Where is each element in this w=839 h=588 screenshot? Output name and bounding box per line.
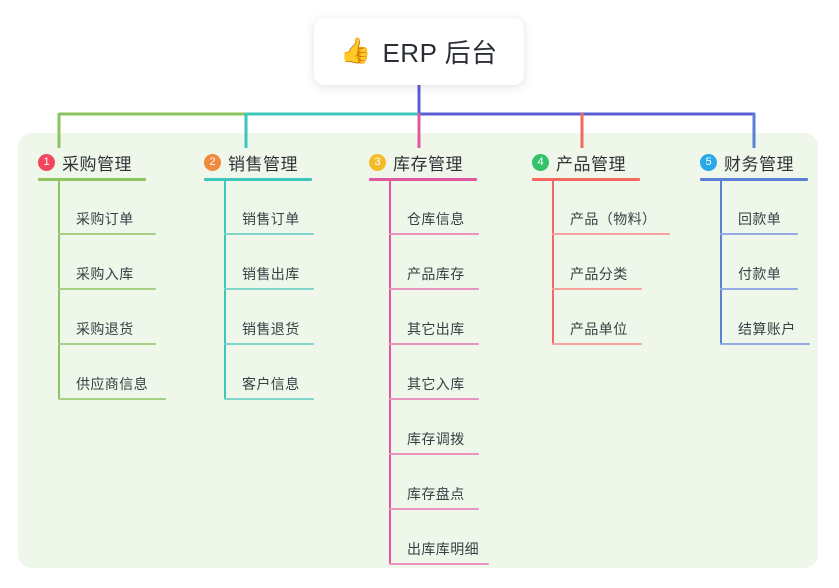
leaf-rule <box>720 233 798 235</box>
branch-spine-5 <box>720 178 722 344</box>
leaf-item[interactable]: 产品单位 <box>552 290 652 345</box>
branch-spine-3 <box>389 178 391 564</box>
branch-badge-4: 4 <box>532 154 549 171</box>
leaf-item[interactable]: 销售退货 <box>224 290 324 345</box>
branch-header-1[interactable]: 1 采购管理 <box>38 150 132 175</box>
leaf-label: 销售退货 <box>242 321 300 337</box>
branch-header-5[interactable]: 5 财务管理 <box>700 150 794 175</box>
leaf-rule <box>224 233 314 235</box>
leaf-item[interactable]: 出库库明细 <box>389 510 499 565</box>
leaf-label: 采购入库 <box>76 266 134 282</box>
leaf-item[interactable]: 回款单 <box>720 180 820 235</box>
leaf-rule <box>552 343 642 345</box>
leaf-rule <box>389 343 479 345</box>
branch-rule-4 <box>532 178 640 181</box>
leaf-label: 付款单 <box>738 266 782 282</box>
leaf-item[interactable]: 仓库信息 <box>389 180 489 235</box>
branch-title-4: 产品管理 <box>556 155 626 174</box>
branch-badge-1: 1 <box>38 154 55 171</box>
leaf-label: 出库库明细 <box>407 541 479 557</box>
leaf-item[interactable]: 付款单 <box>720 235 820 290</box>
branch-badge-5: 5 <box>700 154 717 171</box>
leaf-label: 采购退货 <box>76 321 134 337</box>
leaf-rule <box>389 233 479 235</box>
leaf-rule <box>58 398 166 400</box>
leaf-rule <box>58 233 156 235</box>
root-node[interactable]: 👍 ERP 后台 <box>314 18 524 85</box>
branch-rule-5 <box>700 178 808 181</box>
branch-header-4[interactable]: 4 产品管理 <box>532 150 626 175</box>
leaf-label: 客户信息 <box>242 376 300 392</box>
leaf-rule <box>389 563 489 565</box>
leaf-item[interactable]: 其它出库 <box>389 290 489 345</box>
leaf-item[interactable]: 采购入库 <box>58 235 158 290</box>
leaf-label: 供应商信息 <box>76 376 148 392</box>
leaf-rule <box>720 288 798 290</box>
leaf-label: 其它入库 <box>407 376 465 392</box>
leaf-label: 仓库信息 <box>407 211 465 227</box>
leaf-item[interactable]: 客户信息 <box>224 345 324 400</box>
branch-badge-3: 3 <box>369 154 386 171</box>
branch-badge-2: 2 <box>204 154 221 171</box>
branch-title-5: 财务管理 <box>724 155 794 174</box>
branches-panel <box>18 133 818 568</box>
leaf-item[interactable]: 销售订单 <box>224 180 324 235</box>
leaf-rule <box>224 398 314 400</box>
branch-header-2[interactable]: 2 销售管理 <box>204 150 298 175</box>
leaf-rule <box>552 233 670 235</box>
leaf-label: 销售订单 <box>242 211 300 227</box>
leaf-label: 产品单位 <box>570 321 628 337</box>
branch-rule-2 <box>204 178 312 181</box>
leaf-item[interactable]: 库存盘点 <box>389 455 489 510</box>
leaf-rule <box>389 398 479 400</box>
branch-rule-3 <box>369 178 477 181</box>
leaf-item[interactable]: 供应商信息 <box>58 345 168 400</box>
leaf-rule <box>224 343 314 345</box>
branch-rule-1 <box>38 178 146 181</box>
leaf-rule <box>58 288 156 290</box>
leaf-rule <box>389 288 479 290</box>
leaf-label: 回款单 <box>738 211 782 227</box>
branch-title-3: 库存管理 <box>393 155 463 174</box>
leaf-item[interactable]: 库存调拨 <box>389 400 489 455</box>
root-title: ERP 后台 <box>382 38 498 68</box>
leaf-rule <box>224 288 314 290</box>
leaf-rule <box>389 453 479 455</box>
leaf-label: 销售出库 <box>242 266 300 282</box>
leaf-rule <box>552 288 642 290</box>
leaf-label: 库存盘点 <box>407 486 465 502</box>
branch-title-2: 销售管理 <box>228 155 298 174</box>
leaf-label: 库存调拨 <box>407 431 465 447</box>
leaf-label: 产品（物料） <box>570 211 657 227</box>
branch-title-1: 采购管理 <box>62 155 132 174</box>
branch-spine-4 <box>552 178 554 344</box>
leaf-label: 产品库存 <box>407 266 465 282</box>
leaf-rule <box>720 343 810 345</box>
leaf-item[interactable]: 产品分类 <box>552 235 652 290</box>
branch-header-3[interactable]: 3 库存管理 <box>369 150 463 175</box>
leaf-rule <box>389 508 479 510</box>
leaf-rule <box>58 343 156 345</box>
root-node-content: 👍 ERP 后台 <box>340 33 497 70</box>
leaf-item[interactable]: 采购退货 <box>58 290 158 345</box>
leaf-label: 产品分类 <box>570 266 628 282</box>
leaf-item[interactable]: 结算账户 <box>720 290 820 345</box>
leaf-label: 采购订单 <box>76 211 134 227</box>
leaf-item[interactable]: 产品库存 <box>389 235 489 290</box>
leaf-item[interactable]: 销售出库 <box>224 235 324 290</box>
leaf-item[interactable]: 其它入库 <box>389 345 489 400</box>
leaf-item[interactable]: 产品（物料） <box>552 180 672 235</box>
leaf-label: 其它出库 <box>407 321 465 337</box>
leaf-label: 结算账户 <box>738 321 796 337</box>
thumbs-up-emoji: 👍 <box>340 37 372 65</box>
leaf-item[interactable]: 采购订单 <box>58 180 158 235</box>
